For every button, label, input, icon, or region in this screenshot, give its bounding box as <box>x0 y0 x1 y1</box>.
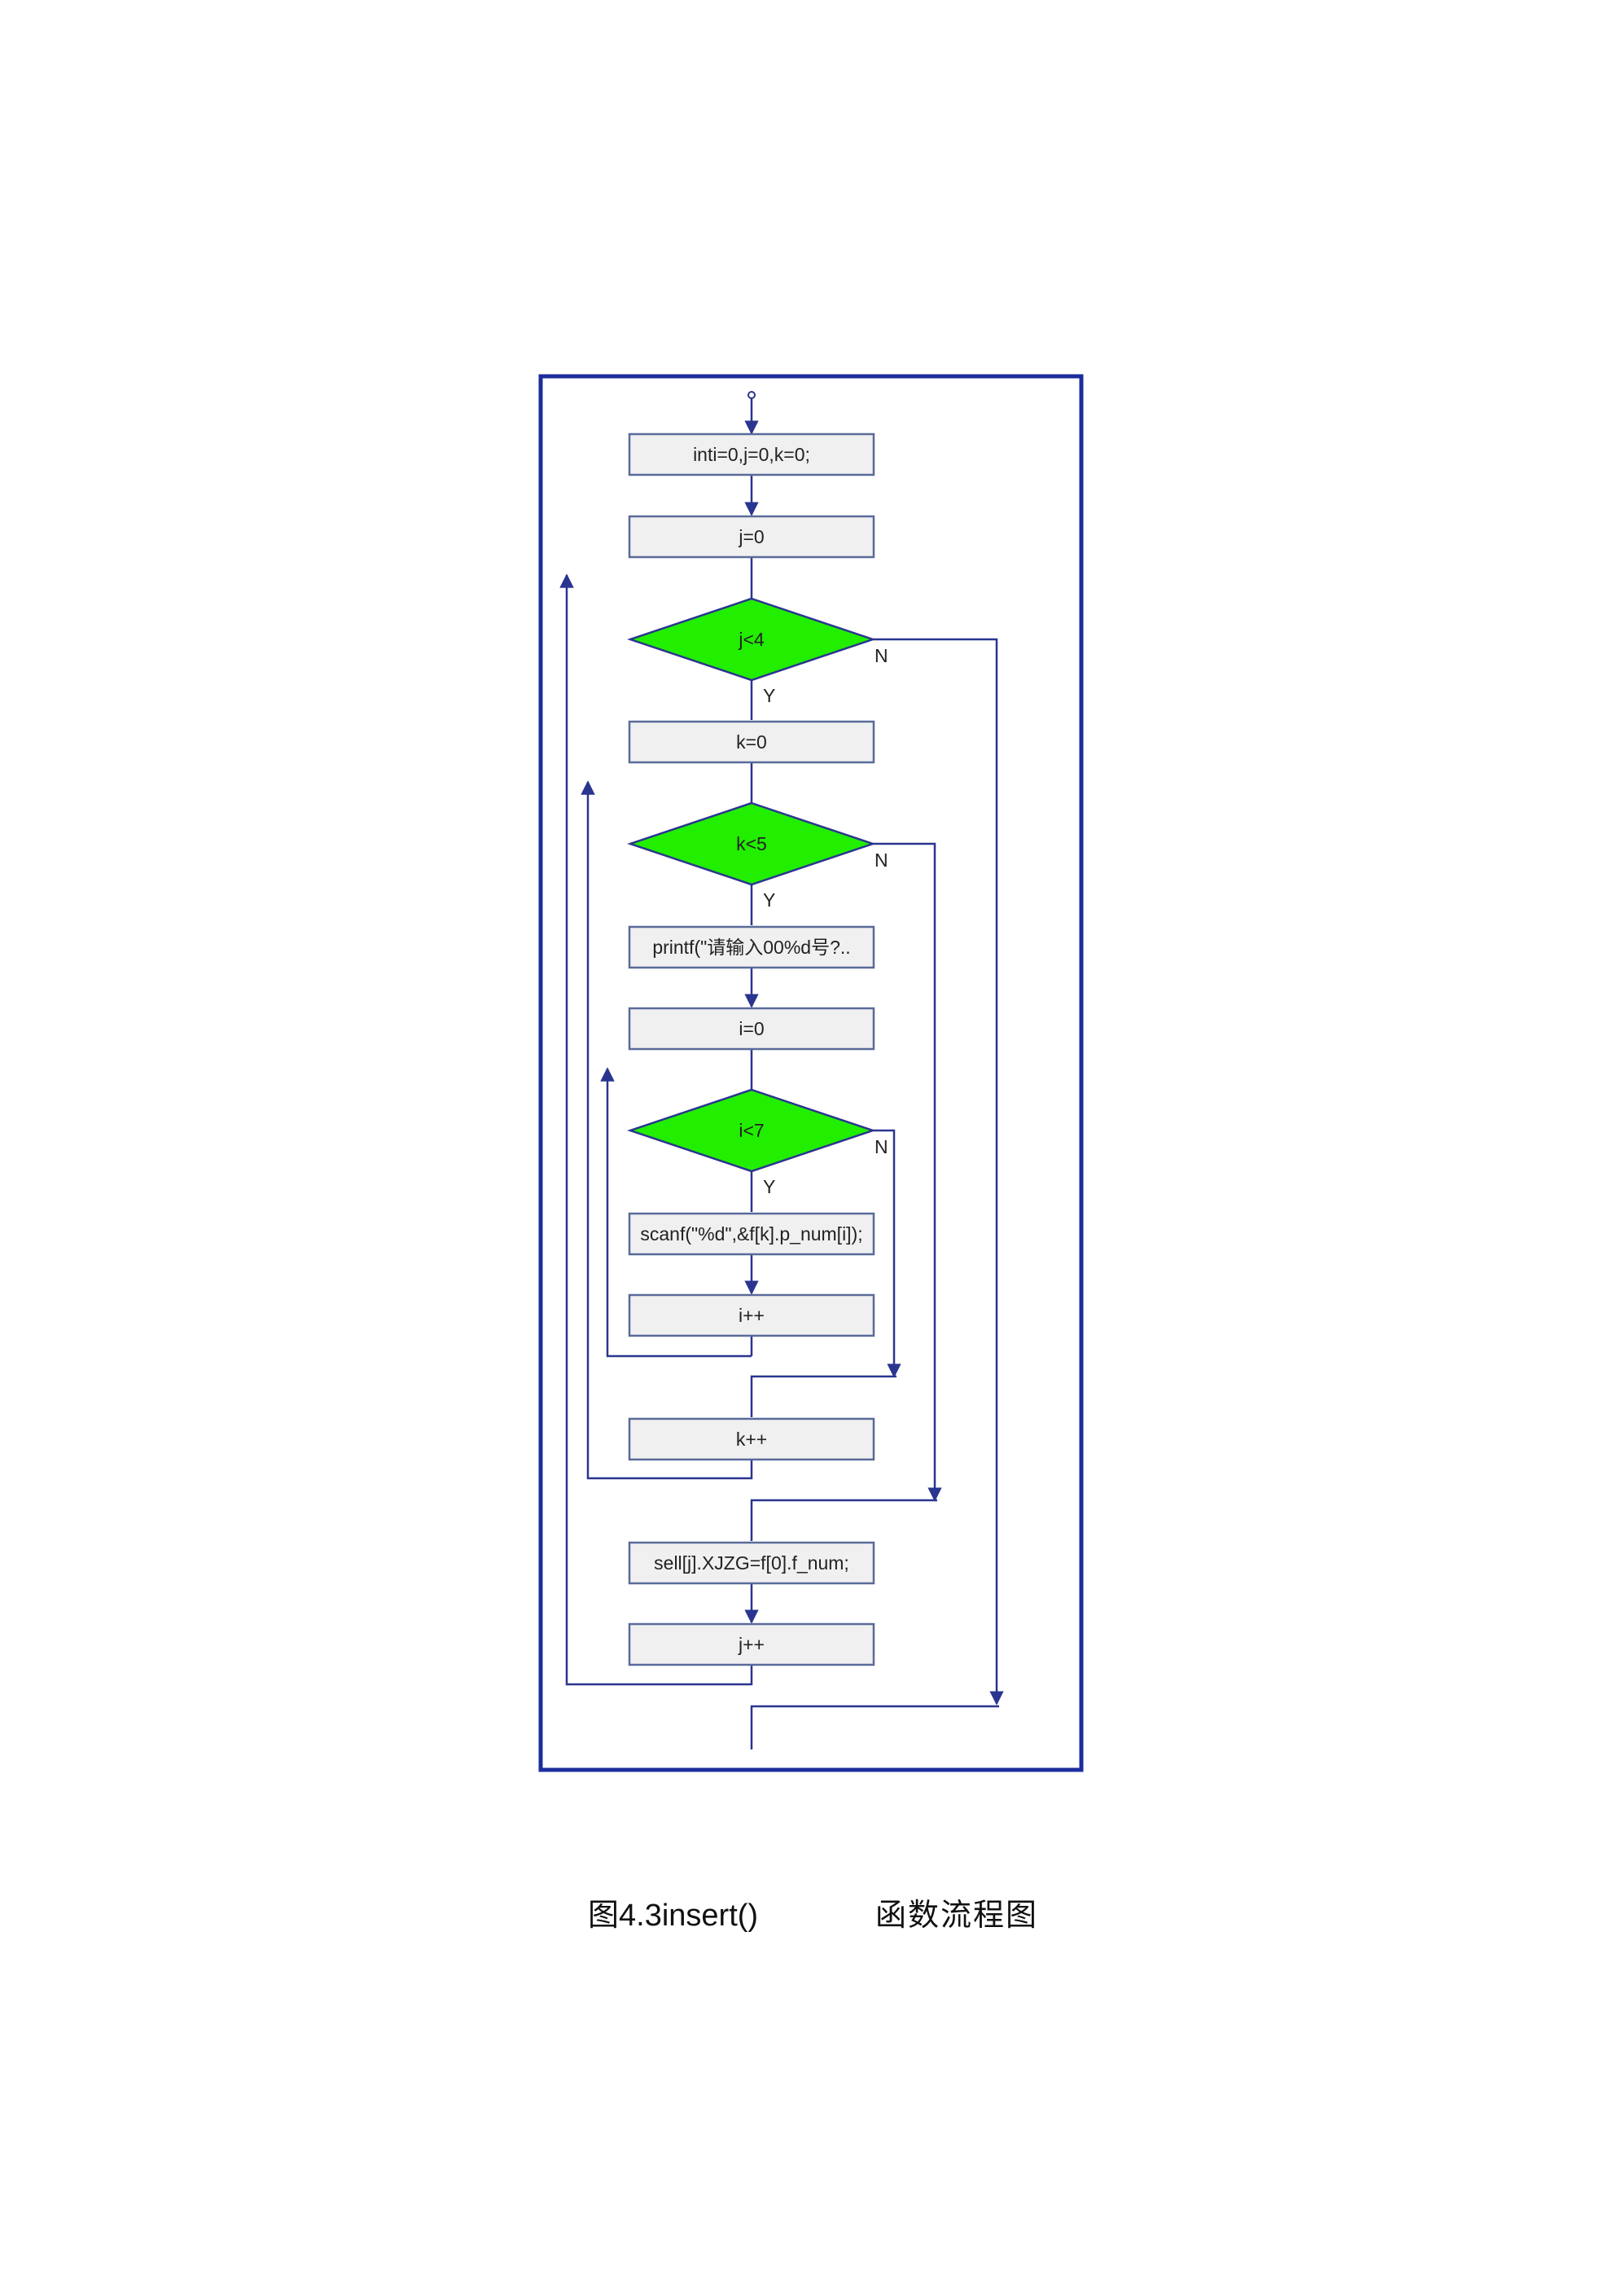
connector-lines <box>559 398 1004 1749</box>
box-k-init-label: k=0 <box>736 731 767 753</box>
box-sell: sell[j].XJZG=f[0].f_num; <box>628 1541 875 1585</box>
decision-j: j<4 Y N <box>627 597 888 706</box>
decision-j-label: j<4 <box>738 629 765 650</box>
decision-k: k<5 Y N <box>627 801 888 911</box>
decision-i-label: i<7 <box>739 1120 764 1141</box>
box-k-inc-label: k++ <box>736 1429 767 1450</box>
box-sell-label: sell[j].XJZG=f[0].f_num; <box>654 1552 849 1574</box>
box-k-inc: k++ <box>628 1417 875 1461</box>
decision-k-label: k<5 <box>736 833 767 854</box>
box-print-label: printf("请输入00%d号?.. <box>652 937 850 958</box>
box-init-label: inti=0,j=0,k=0; <box>693 444 810 465</box>
box-print: printf("请输入00%d号?.. <box>628 925 875 969</box>
decision-i-yes-label: Y <box>763 1176 775 1197</box>
decision-j-no-label: N <box>875 645 888 666</box>
decision-i-no-label: N <box>875 1136 888 1157</box>
box-j-inc: j++ <box>628 1622 875 1666</box>
box-i-inc: i++ <box>628 1293 875 1337</box>
box-i-init-label: i=0 <box>739 1018 764 1039</box>
box-j-init-label: j=0 <box>738 526 764 547</box>
decision-k-yes-label: Y <box>763 889 775 911</box>
box-scanf: scanf("%d",&f[k].p_num[i]); <box>628 1212 875 1256</box>
box-k-init: k=0 <box>628 720 875 764</box>
figure-caption-number: 图4.3insert() <box>588 1899 759 1933</box>
decision-k-no-label: N <box>875 849 888 871</box>
box-i-init: i=0 <box>628 1007 875 1051</box>
flowchart-frame <box>538 374 1084 1772</box>
box-j-inc-label: j++ <box>738 1634 765 1655</box>
start-terminal <box>747 391 756 399</box>
box-i-inc-label: i++ <box>739 1305 765 1326</box>
decision-i: i<7 Y N <box>627 1088 888 1197</box>
box-j-init: j=0 <box>628 515 875 559</box>
decision-j-yes-label: Y <box>763 685 775 706</box>
figure-caption-title: 函数流程图 <box>875 1897 1039 1933</box>
box-scanf-label: scanf("%d",&f[k].p_num[i]); <box>640 1223 862 1245</box>
box-init: inti=0,j=0,k=0; <box>628 432 875 476</box>
